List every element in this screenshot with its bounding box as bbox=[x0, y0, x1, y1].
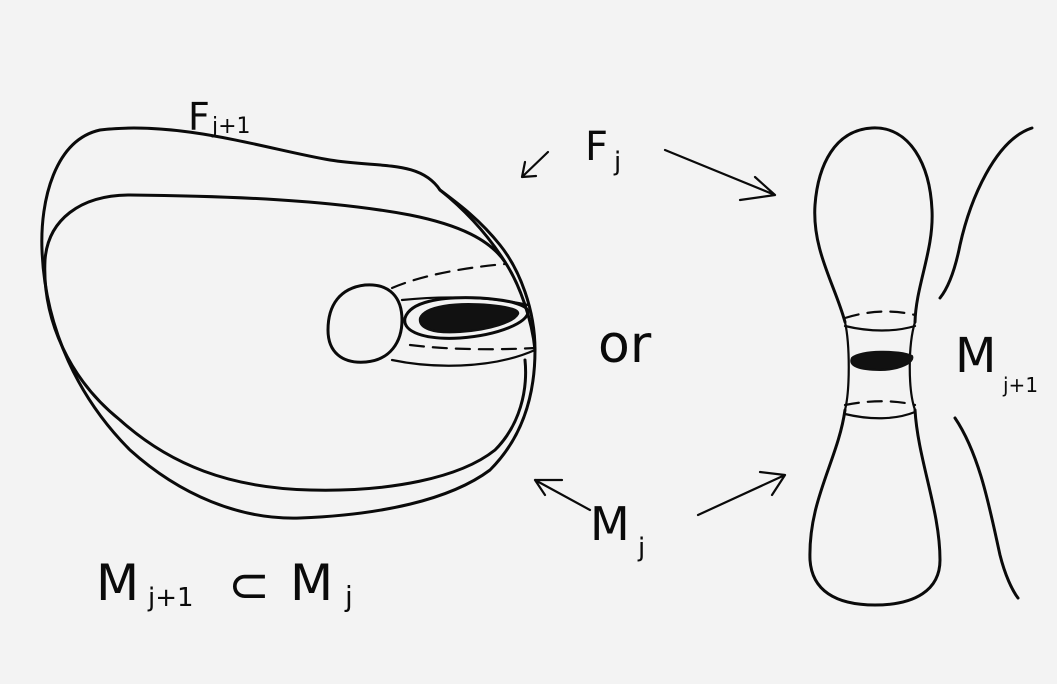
label-m-j1-bottom-sub: j+1 bbox=[147, 583, 194, 613]
label-f-j-sub: j bbox=[613, 147, 621, 177]
label-f-j1-sub: j+1 bbox=[211, 114, 251, 139]
dumbbell-upper-dash bbox=[845, 312, 915, 318]
arrow-mj-right bbox=[698, 472, 785, 515]
dumbbell-lower-dash bbox=[845, 401, 915, 405]
upper-neck-dash bbox=[392, 264, 505, 288]
label-m-j: M bbox=[590, 497, 630, 551]
label-f-j: F bbox=[585, 124, 608, 170]
outer-curve-bottom bbox=[955, 418, 1018, 598]
outer-curve-top bbox=[940, 128, 1032, 298]
dumbbell-lower-ring bbox=[845, 412, 915, 418]
dumbbell-upper-ring bbox=[845, 326, 915, 331]
label-f-j1: F bbox=[188, 95, 210, 139]
label-m-j1-right-sub: j+1 bbox=[1002, 373, 1038, 397]
arrow-mj-left bbox=[535, 480, 590, 510]
label-m-j-bottom-sub: j bbox=[344, 580, 353, 613]
label-subset: ⊂ bbox=[228, 556, 270, 614]
dumbbell-bottom bbox=[810, 410, 940, 605]
arrows bbox=[522, 150, 785, 515]
label-m-j1-right: M bbox=[955, 328, 996, 384]
dumbbell-neck-shading bbox=[851, 352, 912, 370]
neck-lower-side bbox=[392, 350, 535, 366]
label-or: or bbox=[598, 315, 652, 375]
ball bbox=[328, 285, 402, 362]
arrow-fj-right bbox=[665, 150, 775, 200]
label-m-j-bottom: M bbox=[290, 554, 333, 612]
label-m-j-sub: j bbox=[637, 533, 645, 563]
inner-region-mj1 bbox=[45, 195, 526, 490]
dumbbell-neck-left bbox=[845, 322, 849, 410]
right-figure bbox=[810, 128, 1032, 605]
label-m-j1-bottom: M bbox=[96, 554, 139, 612]
arrow-fj-left bbox=[522, 152, 548, 177]
dumbbell-top bbox=[815, 128, 932, 322]
dumbbell-neck-right bbox=[910, 322, 915, 410]
neck-lower-dash bbox=[410, 345, 535, 349]
left-figure bbox=[42, 128, 535, 518]
